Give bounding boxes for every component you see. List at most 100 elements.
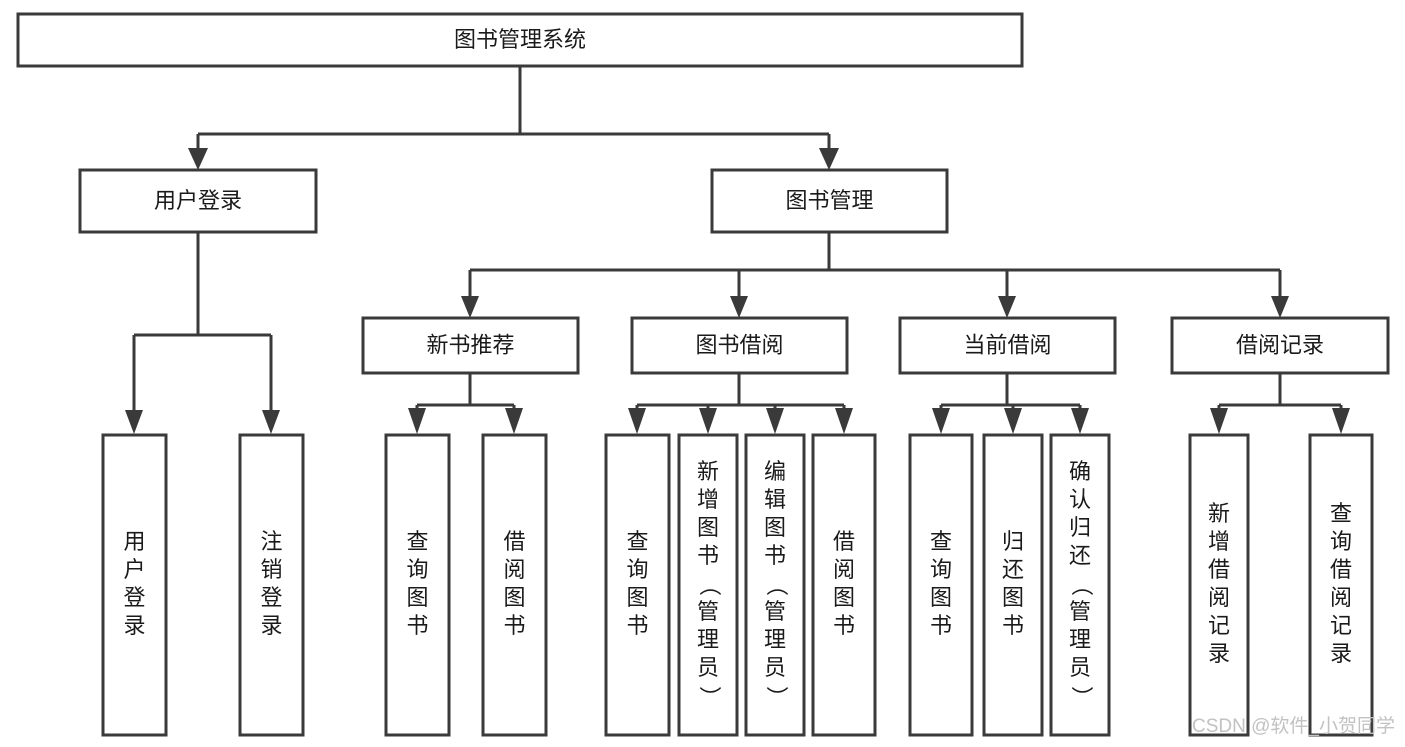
- leaf-label-char: 管: [697, 599, 719, 624]
- leaf-label-char: 询: [406, 557, 428, 582]
- leaf-label-char: 图: [697, 515, 719, 540]
- level3-node[interactable]: 借阅记录: [1170, 316, 1390, 375]
- leaf-label-char: 记: [1208, 613, 1230, 638]
- connector-group-root: [188, 66, 839, 170]
- leaf-label-char: 图: [1002, 585, 1024, 610]
- leaf-label-char: ）: [697, 686, 722, 708]
- leaf-label-char: 书: [503, 613, 525, 638]
- leaf-label-char: 归: [1069, 515, 1091, 540]
- leaf-label-char: 查: [626, 529, 648, 554]
- leaf-label-char: 增: [1208, 529, 1230, 554]
- leaf-label-char: 图: [406, 585, 428, 610]
- level3-box[interactable]: [898, 316, 1117, 375]
- leaf-label-char: 录: [1330, 641, 1352, 666]
- arrow-head-icon: [766, 408, 784, 434]
- leaf-label-char: 书: [1002, 613, 1024, 638]
- level2-label: 用户登录: [154, 188, 242, 213]
- leaf-label-char: 图: [764, 515, 786, 540]
- connector-group-current: [932, 373, 1089, 434]
- leaf-label-char: （: [1069, 574, 1094, 596]
- leaf-box[interactable]: [238, 433, 305, 737]
- leaf-label-char: 确: [1069, 459, 1091, 484]
- leaf-label-char: 录: [1208, 641, 1230, 666]
- leaf-box[interactable]: [1308, 433, 1374, 737]
- leaf-box[interactable]: [1188, 433, 1250, 737]
- leaf-box[interactable]: [744, 433, 806, 737]
- leaf-box[interactable]: [604, 433, 671, 737]
- level3-box[interactable]: [630, 316, 849, 375]
- connector-group-newbook: [408, 373, 523, 434]
- leaf-label-char: 借: [1330, 557, 1352, 582]
- level2-box[interactable]: [710, 168, 949, 234]
- leaf-label-char: 用: [123, 529, 145, 554]
- arrow-head-icon: [125, 410, 143, 434]
- leaf-label-char: 录: [123, 613, 145, 638]
- leaf-label-char: 询: [930, 557, 952, 582]
- leaf-box[interactable]: [811, 433, 877, 737]
- level3-label: 新书推荐: [426, 332, 514, 357]
- leaf-box[interactable]: [1049, 433, 1111, 737]
- arrow-head-icon: [1210, 408, 1228, 434]
- connector-group-record: [1210, 373, 1350, 434]
- arrow-head-icon: [408, 408, 426, 434]
- leaf-box[interactable]: [677, 433, 739, 737]
- arrow-head-icon: [835, 408, 853, 434]
- leaf-label-char: 书: [626, 613, 648, 638]
- leaf-label-char: 记: [1330, 613, 1352, 638]
- leaf-label-char: 登: [260, 585, 282, 610]
- leaf-label-char: 图: [503, 585, 525, 610]
- level2-node[interactable]: 用户登录: [78, 168, 318, 234]
- leaf-label-char: 借: [1208, 557, 1230, 582]
- level3-box[interactable]: [1170, 316, 1390, 375]
- level3-label: 借阅记录: [1236, 332, 1324, 357]
- leaf-box[interactable]: [101, 433, 168, 737]
- leaf-label-char: 户: [123, 557, 145, 582]
- level3-node[interactable]: 新书推荐: [361, 316, 580, 375]
- root-node[interactable]: 图书管理系统: [16, 12, 1024, 68]
- leaf-label-char: 理: [1069, 627, 1091, 652]
- level3-box[interactable]: [361, 316, 580, 375]
- arrow-head-icon: [932, 408, 950, 434]
- leaf-label-char: 登: [123, 585, 145, 610]
- arrow-head-icon: [1271, 296, 1289, 318]
- level3-node[interactable]: 当前借阅: [898, 316, 1117, 375]
- level3-label: 当前借阅: [963, 332, 1051, 357]
- leaf-box[interactable]: [481, 433, 548, 737]
- level2-box[interactable]: [78, 168, 318, 234]
- level2-node[interactable]: 图书管理: [710, 168, 949, 234]
- root-box[interactable]: [16, 12, 1024, 68]
- leaf-label-char: 新: [697, 459, 719, 484]
- leaf-label-char: 还: [1069, 543, 1091, 568]
- csdn-watermark: CSDN @软件_小贺同学: [1192, 715, 1395, 737]
- leaf-label-char: 询: [626, 557, 648, 582]
- level3-node[interactable]: 图书借阅: [630, 316, 849, 375]
- level3-label: 图书借阅: [695, 332, 783, 357]
- arrow-head-icon: [628, 408, 646, 434]
- leaf-label-char: 管: [764, 599, 786, 624]
- leaf-box[interactable]: [908, 433, 974, 737]
- leaf-label-char: 员: [1069, 655, 1091, 680]
- leaf-label-char: 还: [1002, 557, 1024, 582]
- leaf-label-char: 借: [833, 529, 855, 554]
- leaf-label-char: ）: [764, 686, 789, 708]
- leaf-label-char: 书: [764, 543, 786, 568]
- leaf-box[interactable]: [982, 433, 1044, 737]
- leaf-label-char: 询: [1330, 529, 1352, 554]
- leaf-node[interactable]: 用户登录: [101, 433, 168, 737]
- leaf-label-char: 员: [697, 655, 719, 680]
- arrow-head-icon: [699, 408, 717, 434]
- leaf-label-char: 员: [764, 655, 786, 680]
- leaf-box[interactable]: [384, 433, 451, 737]
